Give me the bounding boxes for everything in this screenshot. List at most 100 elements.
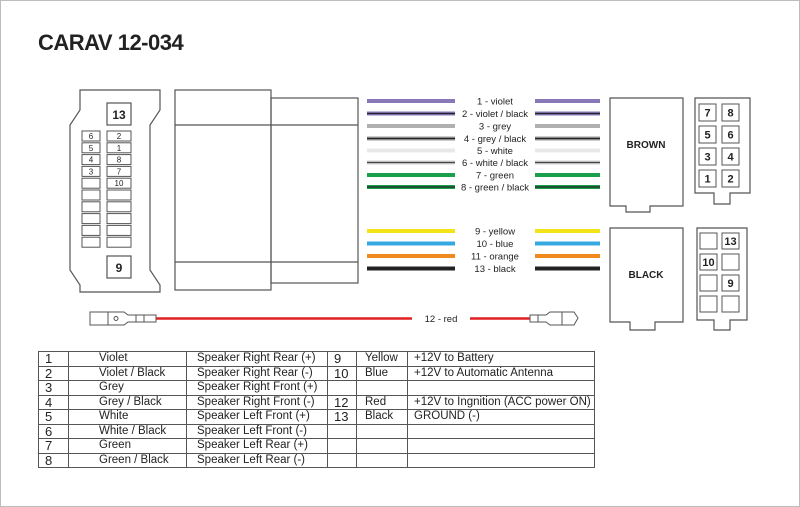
- table-cell: [356, 438, 408, 454]
- table-cell: [356, 380, 408, 396]
- brown-pin-number: 6: [727, 130, 733, 142]
- table-cell: [327, 438, 357, 454]
- table-cell: Grey / Black: [68, 394, 187, 410]
- table-cell: [356, 452, 408, 468]
- red-wire-left-terminal: [89, 311, 157, 326]
- black-pin-cell: [699, 295, 718, 313]
- table-cell: [407, 380, 595, 396]
- wire-label: 2 - violet / black: [462, 109, 528, 120]
- wire: 8 - green / black: [367, 183, 600, 194]
- wire: 2 - violet / black: [367, 109, 600, 120]
- left-connector-cell: [81, 177, 101, 189]
- table-cell: Speaker Right Front (-): [186, 394, 328, 410]
- brown-pin-block: [694, 97, 751, 205]
- left-connector-bottom-pin: 9: [116, 261, 123, 275]
- brown-pin-number: 1: [704, 174, 710, 186]
- wire: 3 - grey: [367, 122, 600, 133]
- brown-connector: [609, 97, 684, 213]
- table-cell: [327, 380, 357, 396]
- table-cell: 12: [327, 394, 357, 410]
- black-pin-cell: [721, 253, 740, 271]
- black-pin-cell: [721, 274, 740, 292]
- black-pin-cell: [699, 274, 718, 292]
- left-connector-cell: [81, 165, 101, 177]
- wire-label: 10 - blue: [477, 239, 514, 250]
- wire: 10 - blue: [367, 239, 600, 250]
- left-connector-cell: [81, 236, 101, 248]
- brown-pin-number: 4: [727, 152, 734, 164]
- left-connector-cell: [81, 189, 101, 201]
- brown-pin-number: 5: [704, 130, 710, 142]
- table-cell: Green: [68, 438, 187, 454]
- black-pin-number: 13: [724, 236, 736, 248]
- left-connector-cell: [106, 236, 132, 248]
- brown-pin-cell: [721, 103, 740, 122]
- wire: 12 - red: [156, 314, 530, 325]
- table-cell: Yellow: [356, 351, 408, 367]
- brown-pin-number: 7: [704, 108, 710, 120]
- table-cell: [327, 452, 357, 468]
- table-cell: 1: [38, 351, 69, 367]
- black-pin-cell: [699, 253, 718, 271]
- left-connector-pin-number: 7: [117, 167, 122, 176]
- brown-pin-cell: [698, 103, 717, 122]
- left-connector-pin-number: 5: [89, 144, 94, 153]
- table-cell: Speaker Left Rear (-): [186, 452, 328, 468]
- brown-pin-cell: [721, 169, 740, 188]
- table-cell: [407, 438, 595, 454]
- left-connector-pin-number: 2: [117, 132, 122, 141]
- left-connector-cell: [106, 189, 132, 201]
- table-cell: Speaker Left Rear (+): [186, 438, 328, 454]
- left-connector-cell: [106, 165, 132, 177]
- table-cell: Red: [356, 394, 408, 410]
- table-cell: Speaker Right Rear (+): [186, 351, 328, 367]
- left-connector-cell: [106, 201, 132, 213]
- left-connector-cell: [81, 142, 101, 154]
- table-cell: White: [68, 409, 187, 425]
- table-cell: 2: [38, 365, 69, 381]
- table-cell: 8: [38, 452, 69, 468]
- wire: 5 - white: [367, 146, 600, 157]
- table-cell: GROUND (-): [407, 409, 595, 425]
- table-cell: Violet: [68, 351, 187, 367]
- left-connector-cell: [81, 130, 101, 142]
- table-cell: [407, 423, 595, 439]
- wire-label: 13 - black: [474, 264, 515, 275]
- brown-connector-label: BROWN: [627, 140, 666, 151]
- wire-label: 3 - grey: [479, 122, 511, 133]
- wire-label: 6 - white / black: [462, 158, 528, 169]
- brown-pin-cell: [721, 147, 740, 166]
- wire-label: 11 - orange: [471, 252, 519, 263]
- table-cell: 13: [327, 409, 357, 425]
- table-cell: +12V to Automatic Antenna: [407, 365, 595, 381]
- table-cell: Speaker Right Front (+): [186, 380, 328, 396]
- brown-pin-cell: [698, 169, 717, 188]
- left-connector-cell: [81, 213, 101, 225]
- left-connector-cell: [81, 224, 101, 236]
- table-cell: Speaker Right Rear (-): [186, 365, 328, 381]
- wire-label: 12 - red: [425, 314, 458, 325]
- left-connector-cells: [81, 130, 132, 248]
- table-cell: 9: [327, 351, 357, 367]
- left-connector-cell: [106, 154, 132, 166]
- table-cell: Black: [356, 409, 408, 425]
- brown-pin-number: 2: [727, 174, 733, 186]
- wire-label: 4 - grey / black: [464, 134, 527, 145]
- brown-pin-cell: [698, 147, 717, 166]
- table-cell: Speaker Left Front (+): [186, 409, 328, 425]
- table-cell: Blue: [356, 365, 408, 381]
- adapter-body: [174, 89, 359, 291]
- black-pin-cell: [699, 232, 718, 250]
- black-connector-label: BLACK: [629, 270, 665, 281]
- black-pin-block: [696, 227, 748, 331]
- wire: 1 - violet: [367, 97, 600, 108]
